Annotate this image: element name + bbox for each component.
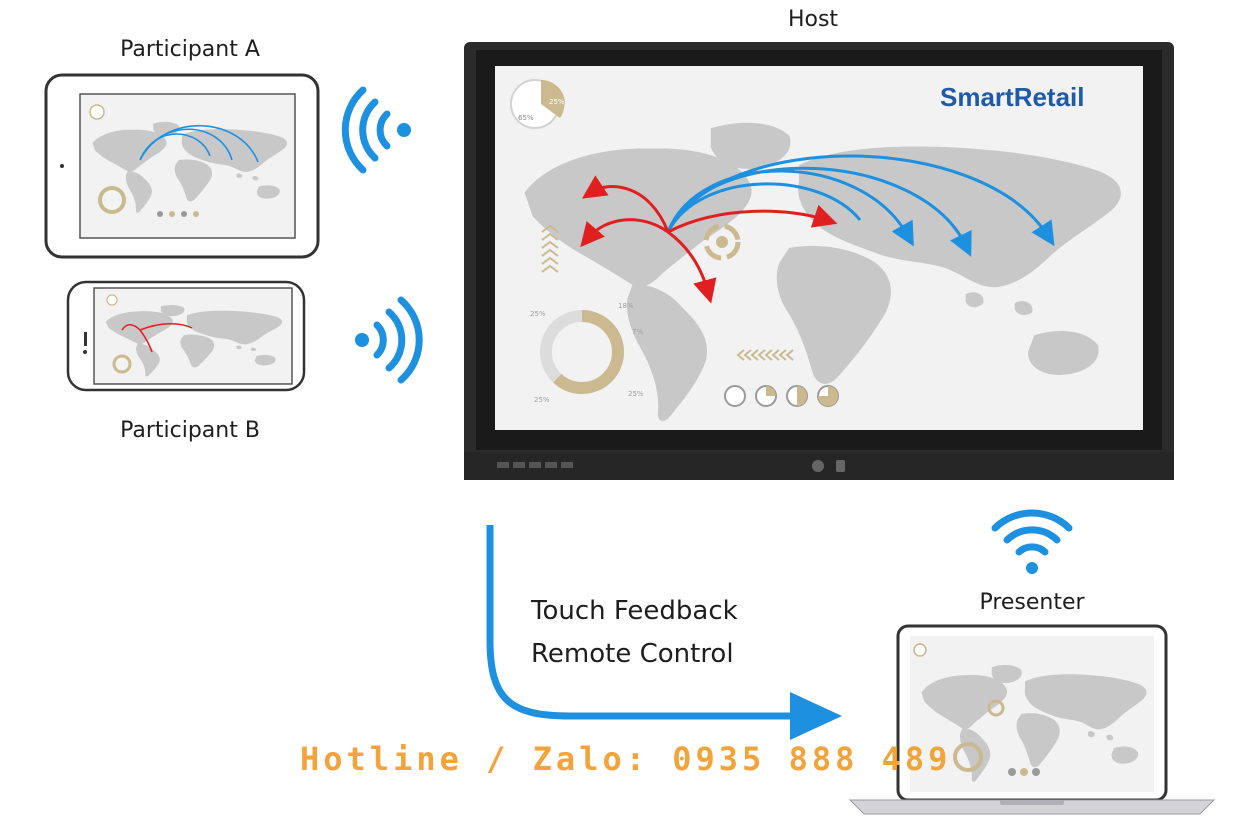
flow-label-line1: Touch Feedback — [530, 596, 738, 626]
pie-big-label: 25% — [549, 98, 565, 106]
wifi-signal-right-icon — [355, 296, 423, 384]
host-label: Host — [788, 7, 838, 32]
pie-small-label: 65% — [518, 114, 534, 122]
donut-label: 18% — [618, 302, 634, 310]
host-red-arrows — [580, 175, 838, 304]
participant-a-tablet — [44, 73, 320, 259]
chevron-stack-icon — [541, 224, 559, 273]
wifi-icon — [991, 509, 1073, 574]
flow-label-line2: Remote Control — [531, 639, 734, 669]
presenter-laptop — [848, 624, 1216, 815]
wifi-signal-left-icon — [341, 86, 411, 174]
hotline-watermark: Hotline / Zalo: 0935 888 489 — [300, 740, 951, 778]
mini-pies-icon — [724, 385, 839, 407]
donut-label: 7% — [632, 328, 643, 336]
participant-a-label: Participant A — [120, 37, 260, 62]
target-icon — [703, 223, 741, 261]
presenter-label: Presenter — [979, 590, 1085, 615]
participant-b-label: Participant B — [120, 418, 260, 443]
chevron-row-icon — [736, 349, 794, 361]
host-display: 25% 65% SmartRetail 25% 18% 7% 25% 2 — [464, 42, 1174, 480]
flow-arrow-icon — [486, 525, 842, 740]
host-pie-chart: 25% 65% — [510, 79, 565, 129]
donut-label: 25% — [628, 390, 644, 398]
participant-b-phone — [66, 280, 306, 392]
donut-label: 25% — [534, 396, 550, 404]
donut-label: 25% — [530, 310, 546, 318]
host-blue-arcs — [666, 154, 1055, 257]
host-donut-chart: 25% 18% 7% 25% 25% — [530, 302, 644, 404]
brand-logo: SmartRetail — [940, 82, 1085, 112]
